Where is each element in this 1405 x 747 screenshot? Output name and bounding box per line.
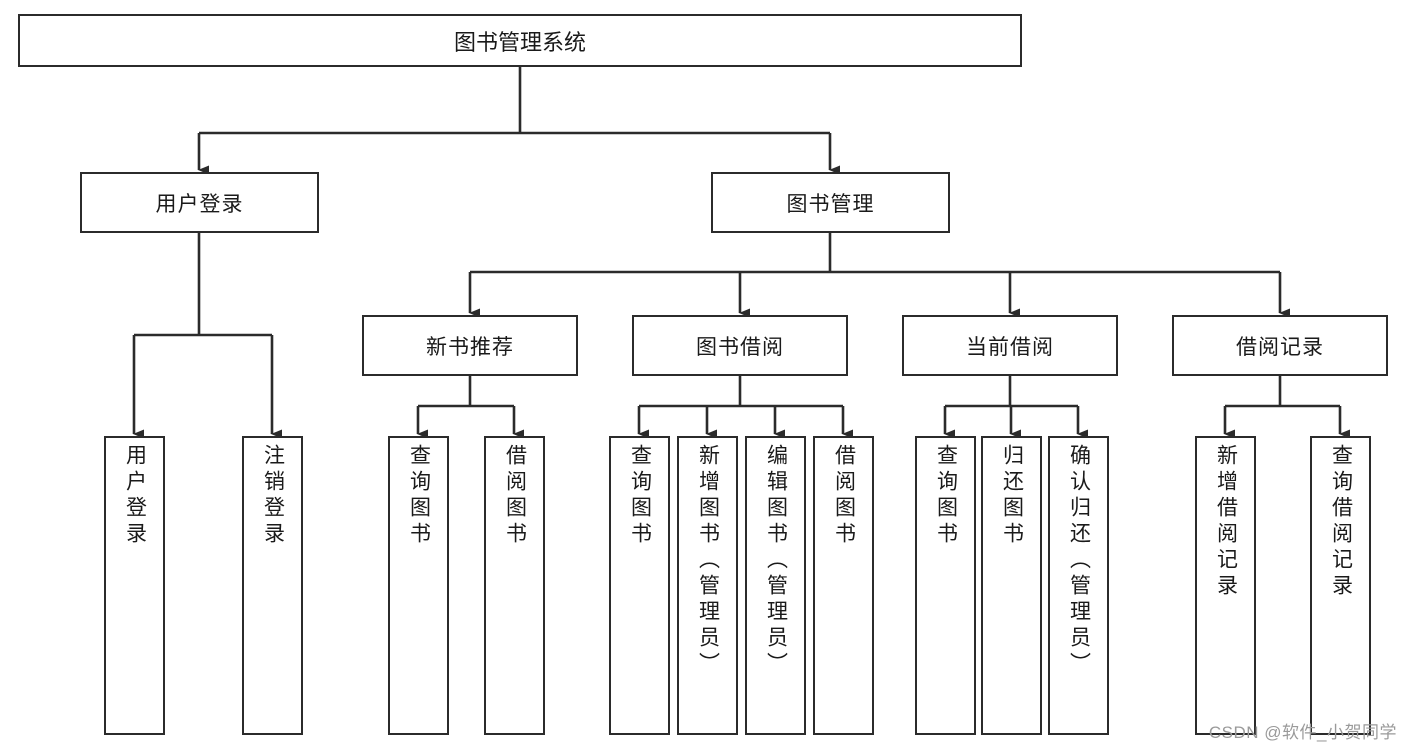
leaf-record-query-record[interactable]: 查询借阅记录 [1310, 436, 1371, 735]
node-root-system[interactable]: 图书管理系统 [18, 14, 1022, 67]
leaf-current-confirm-return-admin[interactable]: 确认归还（管理员） [1048, 436, 1109, 735]
node-label: 归还图书 [1000, 444, 1024, 548]
node-label: 借阅图书 [832, 444, 856, 548]
node-book-borrow[interactable]: 图书借阅 [632, 315, 848, 376]
watermark-text: CSDN @软件_小贺同学 [1208, 723, 1397, 742]
node-label: 用户登录 [123, 444, 147, 548]
node-label: 图书借阅 [696, 335, 784, 359]
node-label: 新增图书（管理员） [696, 444, 720, 678]
node-label: 新书推荐 [426, 335, 514, 359]
leaf-user-login-signin[interactable]: 用户登录 [104, 436, 165, 735]
leaf-current-query-book[interactable]: 查询图书 [915, 436, 976, 735]
node-label: 注销登录 [261, 444, 285, 548]
node-label: 确认归还（管理员） [1067, 444, 1091, 678]
node-label: 当前借阅 [966, 335, 1054, 359]
node-borrow-record[interactable]: 借阅记录 [1172, 315, 1388, 376]
node-label: 查询图书 [628, 444, 652, 548]
leaf-record-add-record[interactable]: 新增借阅记录 [1195, 436, 1256, 735]
node-label: 查询图书 [407, 444, 431, 548]
node-current-borrow[interactable]: 当前借阅 [902, 315, 1118, 376]
leaf-borrow-add-book-admin[interactable]: 新增图书（管理员） [677, 436, 738, 735]
node-book-management[interactable]: 图书管理 [711, 172, 950, 233]
node-new-book-recommend[interactable]: 新书推荐 [362, 315, 578, 376]
leaf-recommend-borrow-book[interactable]: 借阅图书 [484, 436, 545, 735]
node-label: 查询图书 [934, 444, 958, 548]
leaf-recommend-query-book[interactable]: 查询图书 [388, 436, 449, 735]
node-user-login[interactable]: 用户登录 [80, 172, 319, 233]
node-label: 图书管理系统 [453, 29, 586, 55]
leaf-current-return-book[interactable]: 归还图书 [981, 436, 1042, 735]
leaf-borrow-borrow-book[interactable]: 借阅图书 [813, 436, 874, 735]
node-label: 借阅记录 [1236, 335, 1324, 359]
leaf-user-login-signout[interactable]: 注销登录 [242, 436, 303, 735]
node-label: 查询借阅记录 [1329, 444, 1353, 600]
node-label: 用户登录 [155, 192, 244, 216]
node-label: 图书管理 [786, 192, 875, 216]
node-label: 新增借阅记录 [1214, 444, 1238, 600]
leaf-borrow-query-book[interactable]: 查询图书 [609, 436, 670, 735]
node-label: 编辑图书（管理员） [764, 444, 788, 678]
node-label: 借阅图书 [503, 444, 527, 548]
leaf-borrow-edit-book-admin[interactable]: 编辑图书（管理员） [745, 436, 806, 735]
